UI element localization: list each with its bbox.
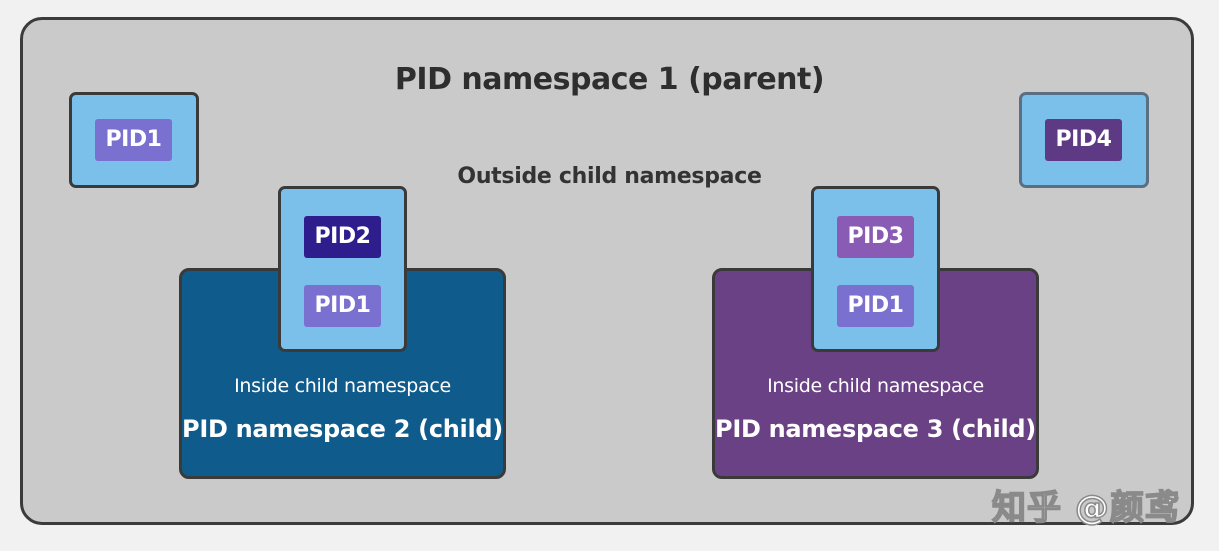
pid-tag-pid1-in-namespace-3: PID1 [837,285,914,327]
parent-namespace-title: PID namespace 1 (parent) [394,62,825,97]
watermark: 知乎 @颜鸢 [991,487,1180,529]
outside-child-namespace-label: Outside child namespace [457,164,762,189]
pid-tag-pid2: PID2 [304,216,381,258]
child-namespace-2-title: PID namespace 2 (child) [182,415,503,443]
process-box-pid1: PID1 [69,92,199,188]
pid-tag-pid4: PID4 [1045,119,1122,161]
inside-child-namespace-label: Inside child namespace [234,375,451,397]
pid-tag-pid1: PID1 [95,119,172,161]
inside-child-namespace-label: Inside child namespace [767,375,984,397]
pid-tag-pid3: PID3 [837,216,914,258]
process-box-pid3: PID3 PID1 [811,186,940,352]
process-box-pid4: PID4 [1019,92,1149,188]
pid-tag-pid1-in-namespace-2: PID1 [304,285,381,327]
process-box-pid2: PID2 PID1 [278,186,407,352]
child-namespace-3-title: PID namespace 3 (child) [715,415,1036,443]
